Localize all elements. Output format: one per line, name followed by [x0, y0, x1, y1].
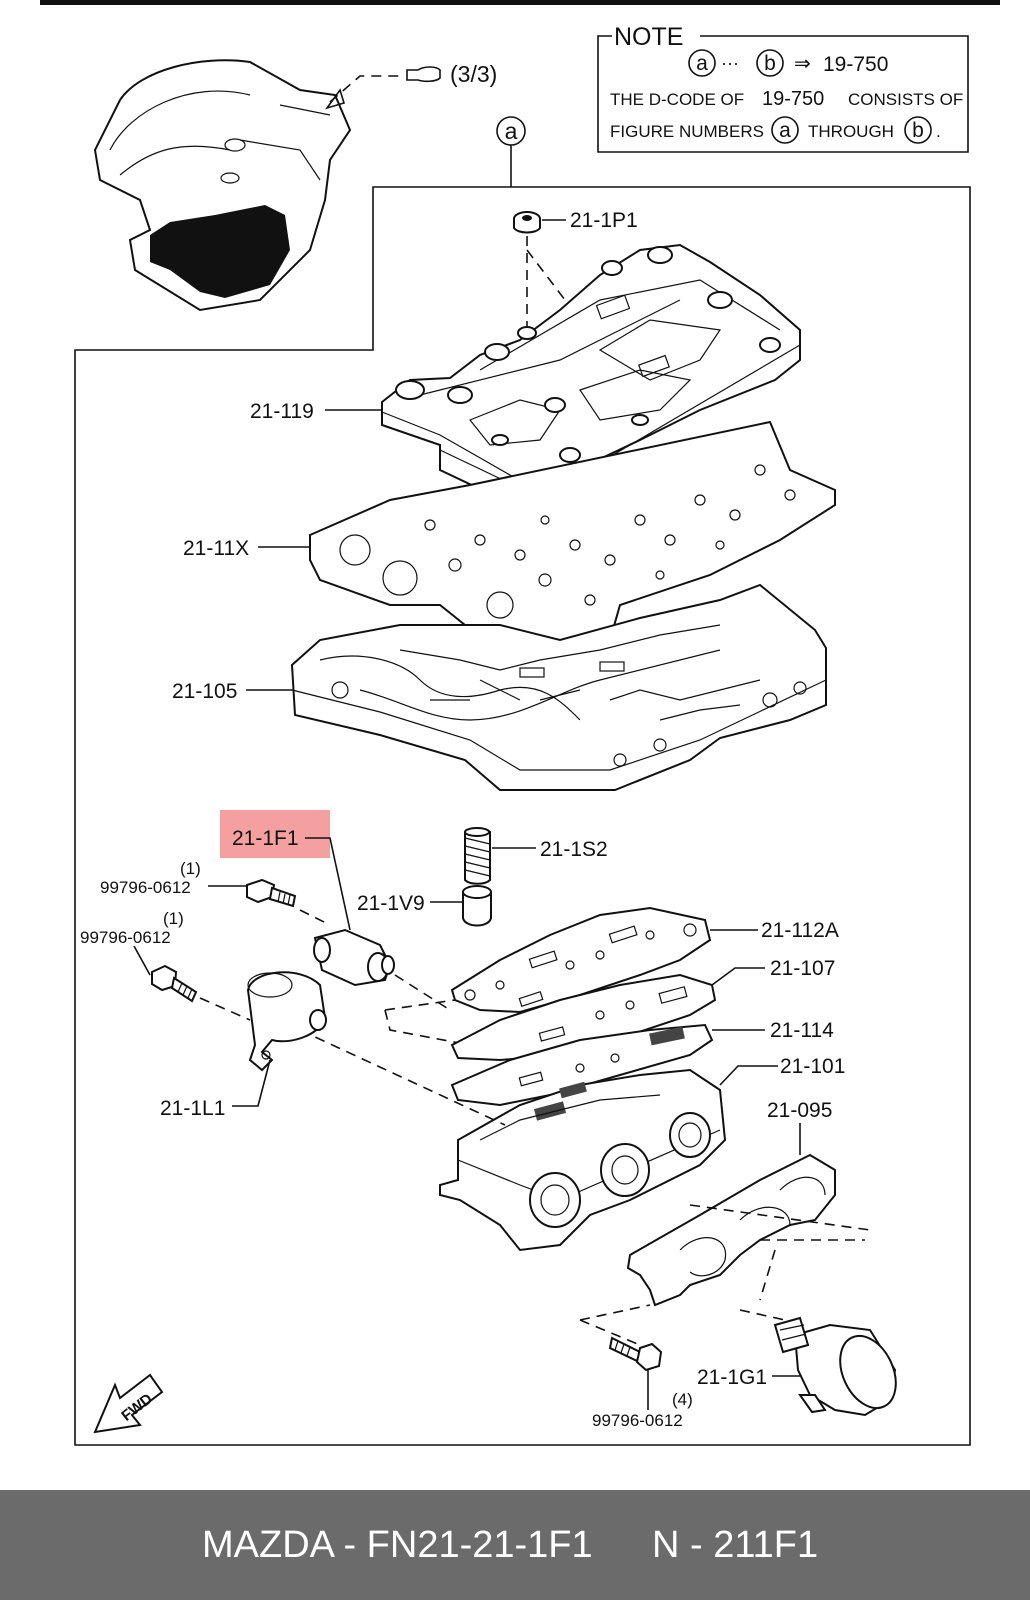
label-21-119: 21-119: [250, 400, 314, 423]
bolt-99796-0612-3: [608, 1336, 663, 1410]
part-21-1L1-solenoid: [232, 971, 327, 1107]
top-border: [40, 0, 1000, 5]
label-21-1V9: 21-1V9: [357, 892, 425, 915]
part-21-107-gasket: [450, 967, 765, 1062]
label-21-1G1: 21-1G1: [697, 1366, 767, 1389]
parts-diagram: NOTE a ··· b ⇒ 19-750 THE D-CODE OF 19-7…: [40, 0, 1000, 1446]
note-line3-pre: FIGURE NUMBERS: [610, 122, 764, 141]
label-21-105: 21-105: [172, 680, 237, 703]
label-21-101: 21-101: [780, 1055, 845, 1078]
note-line2-post: CONSISTS OF: [848, 90, 963, 109]
note-title: NOTE: [614, 23, 683, 51]
footer-bar: MAZDA - FN21-21-1F1 N - 211F1: [0, 1490, 1030, 1600]
label-21-11X: 21-11X: [183, 537, 249, 560]
footer-brand-part-number: MAZDA - FN21-21-1F1: [202, 1524, 593, 1566]
part-21-112A-plate: [450, 906, 758, 1014]
label-bolt2-qty: (1): [163, 909, 184, 928]
valve-body-silhouette: [150, 205, 290, 298]
group-frame: [74, 186, 971, 1446]
note-dcode: 19-750: [823, 53, 888, 76]
label-21-114: 21-114: [770, 1019, 834, 1042]
part-21-114-plate: [450, 1023, 765, 1107]
part-21-1V9-valve: [430, 885, 492, 927]
part-21-1S2-spring: [464, 827, 536, 885]
label-bolt3-code: 99796-0612: [592, 1411, 683, 1430]
label-bolt1-code: 99796-0612: [100, 878, 191, 897]
fwd-arrow-icon: FWD: [93, 1373, 164, 1434]
overview-page-ref: (3/3): [450, 61, 497, 87]
note-line3-b: b: [912, 119, 924, 142]
group-marker: a: [505, 118, 518, 144]
part-21-1G1-solenoid: [772, 1316, 897, 1417]
part-21-095-gasket: [626, 1123, 836, 1307]
transmission-overview: (3/3): [93, 59, 497, 312]
label-21-107: 21-107: [770, 957, 835, 980]
part-21-105-main-valve-body: [246, 583, 827, 791]
label-21-1P1: 21-1P1: [570, 209, 638, 232]
note-line3-end: .: [936, 122, 941, 141]
note-box: NOTE a ··· b ⇒ 19-750 THE D-CODE OF 19-7…: [597, 23, 969, 153]
note-arrow: ⇒: [794, 53, 811, 75]
note-line3-a: a: [779, 119, 791, 142]
part-21-1P1-plug: [513, 211, 566, 450]
part-21-1F1-solenoid[interactable]: [305, 837, 395, 987]
highlight-21-1F1: [220, 810, 330, 858]
part-21-101-lower-valve-body: [439, 1065, 778, 1252]
pointing-hand-icon: [406, 66, 441, 83]
label-21-1F1[interactable]: 21-1F1: [232, 827, 299, 850]
note-line2-pre: THE D-CODE OF: [610, 90, 744, 109]
note-line3-mid: THROUGH: [808, 122, 894, 141]
label-bolt1-qty: (1): [180, 859, 201, 878]
part-21-11X-separator-plate: [258, 420, 836, 647]
bolt-99796-0612-2: [151, 964, 198, 1003]
note-line2-code: 19-750: [762, 88, 824, 110]
note-ref-b: b: [764, 52, 776, 75]
label-21-1L1: 21-1L1: [160, 1097, 225, 1120]
label-21-1S2: 21-1S2: [540, 838, 608, 861]
label-21-112A: 21-112A: [761, 919, 839, 942]
bolt-99796-0612-1: [246, 878, 297, 908]
note-ellipsis: ···: [721, 53, 739, 73]
footer-oem-code: N - 211F1: [652, 1524, 819, 1566]
label-bolt3-qty: (4): [672, 1390, 693, 1409]
label-21-095: 21-095: [767, 1099, 832, 1122]
note-ref-a: a: [696, 52, 708, 75]
label-bolt2-code: 99796-0612: [80, 928, 171, 947]
